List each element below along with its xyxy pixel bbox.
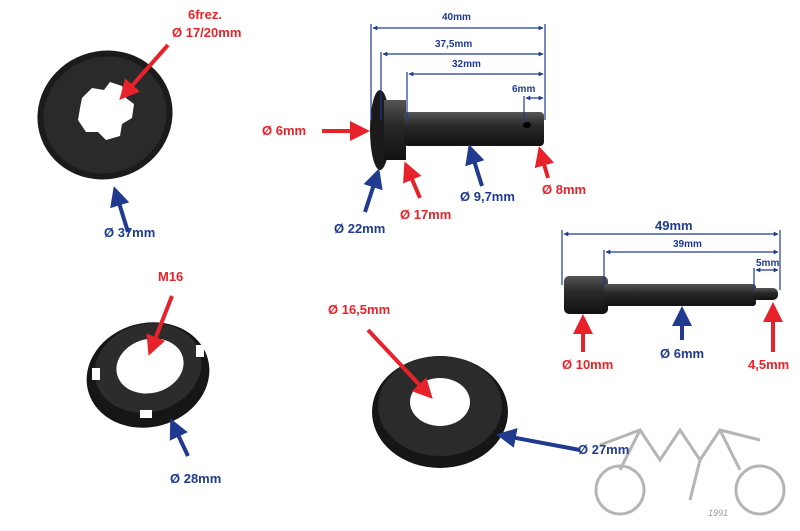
shaft-a-collar-label: Ø 17mm xyxy=(400,207,452,222)
plain-washer xyxy=(372,356,508,468)
pin-b-dimensions xyxy=(561,230,781,290)
pin-b-len-2: 39mm xyxy=(673,239,702,250)
pin-b-len-total: 49mm xyxy=(655,218,693,233)
shaft-a-tip-label: Ø 8mm xyxy=(542,182,587,197)
shaft-a-body-label: Ø 9,7mm xyxy=(460,189,515,204)
shaft-a-collar-arrow xyxy=(403,161,422,199)
castle-nut xyxy=(86,322,210,428)
nut-outer-label: Ø 28mm xyxy=(170,471,222,486)
washer-b-inner-label: Ø 16,5mm xyxy=(328,302,391,317)
shaft-a-len-total: 40mm xyxy=(442,12,471,23)
shaft-a-body-arrow xyxy=(465,144,485,187)
washer-a-inner-label: Ø 17/20mm xyxy=(172,25,242,40)
pin-b-tip-label: 4,5mm xyxy=(748,357,790,372)
shaft-a-tip-arrow xyxy=(534,146,555,179)
washer-b-inner-arrow xyxy=(366,328,433,399)
nut-outer-arrow xyxy=(169,418,190,457)
shaft-a-len-4: 6mm xyxy=(512,84,536,95)
shaft-a-len-2: 37,5mm xyxy=(435,39,473,50)
logo-year: 1991 xyxy=(708,508,729,518)
shaft-a-len-3: 32mm xyxy=(452,59,481,70)
pin-b-body-label: Ø 6mm xyxy=(660,346,705,361)
yamasaki-logo xyxy=(594,427,786,516)
shaft-a-flange-label: Ø 22mm xyxy=(334,221,386,236)
washer-a-outer-arrow xyxy=(110,186,130,233)
toothed-washer xyxy=(37,50,173,180)
pin-b xyxy=(564,276,778,314)
nut-thread-label: M16 xyxy=(158,269,184,284)
washer-a-outer-label: Ø 37mm xyxy=(104,225,156,240)
pin-b-len-3: 5mm xyxy=(756,258,780,269)
nut-thread-arrow xyxy=(146,295,174,356)
washer-a-teeth-label: 6frez. xyxy=(188,7,222,22)
washer-a-inner-arrow xyxy=(119,43,170,100)
shaft-a-left-label: Ø 6mm xyxy=(262,123,307,138)
shaft-a xyxy=(370,90,544,170)
washer-b-outer-label: Ø 27mm xyxy=(578,442,630,457)
washer-b-outer-arrow xyxy=(496,428,581,452)
pin-b-head-label: Ø 10mm xyxy=(562,357,614,372)
shaft-a-dimensions xyxy=(370,24,546,120)
shaft-a-flange-arrow xyxy=(363,168,383,213)
